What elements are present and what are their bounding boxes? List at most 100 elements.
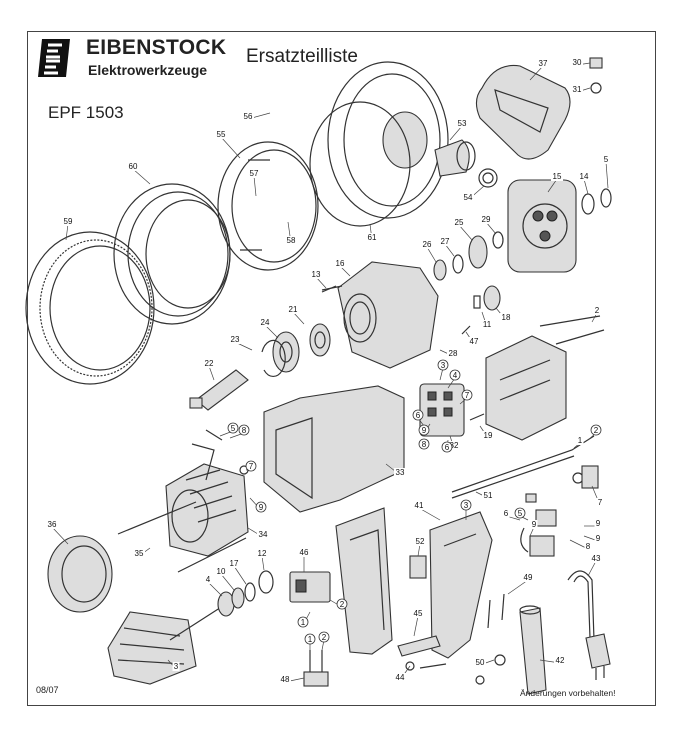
callout-18: 18 [502,313,511,322]
callout-36: 36 [48,520,57,529]
clamp-band-55 [217,141,319,271]
callout-bg [279,675,291,684]
callout-49: 49 [524,573,533,582]
callout-42: 42 [556,656,565,665]
callout-34: 34 [259,530,268,539]
callout-circle [297,616,309,628]
screws-49 [487,593,505,629]
switch-housing-1 [485,335,567,441]
callout-bg [474,658,486,667]
leader-line-57 [253,175,257,197]
callout-58: 58 [287,236,296,245]
callout-59: 59 [64,217,73,226]
callout-3: 3 [174,662,179,671]
screw-30 [589,57,603,94]
callout-bg [421,240,433,249]
callout-bg [468,337,480,346]
leader-line-17 [233,565,247,585]
stator-34 [165,463,249,557]
ring-60 [113,183,231,325]
leader-line-37 [529,65,544,81]
callout-bg [571,85,583,94]
leader-line-43 [587,560,597,577]
screws-50 [475,654,506,685]
callout-9: 9 [422,426,427,435]
leader-line-45 [413,615,419,637]
callout-bg [530,520,538,529]
fan-guide-36 [47,535,113,613]
leader-line-60 [132,168,151,185]
bearing-24 [272,331,300,373]
list-title: Ersatzteilliste [246,46,358,67]
callout-29: 29 [482,215,491,224]
plate-44 [397,635,447,671]
callout-2: 2 [595,306,600,315]
callout-circle [255,501,267,513]
callout-9: 9 [259,503,264,512]
callout-circle [227,422,239,434]
callout-circle [449,369,461,381]
date-stamp: 08/07 [36,685,59,695]
switch-parts-right [520,493,557,557]
callout-9: 9 [532,520,537,529]
callout-bg [500,313,512,322]
callout-circle [412,409,424,421]
callout-13: 13 [312,270,321,279]
callout-bg [522,573,534,582]
callout-circle [461,389,473,401]
callout-bg [481,320,493,329]
callout-35: 35 [135,549,144,558]
leader-line-26 [426,246,437,263]
callout-41: 41 [415,501,424,510]
callout-circle [238,424,250,436]
callout-44: 44 [396,673,405,682]
brand-name: EIBENSTOCK [86,36,227,59]
callout-2: 2 [594,426,599,435]
callout-bg [127,162,139,171]
leader-line-15 [547,178,558,193]
callout-28: 28 [449,349,458,358]
callout-bg [46,520,58,529]
callout-3: 3 [441,361,446,370]
callout-55: 55 [217,130,226,139]
callout-bg [310,270,322,279]
callout-bg [413,501,425,510]
leader-line-25 [458,224,473,241]
callout-bg [593,306,601,315]
power-cable-43 [567,570,611,680]
callout-52: 52 [416,537,425,546]
callout-bg [172,662,180,671]
callout-14: 14 [580,172,589,181]
brand-subtitle: Elektrowerkzeuge [88,62,208,78]
callout-4: 4 [453,371,458,380]
callout-bg [215,130,227,139]
callout-57: 57 [250,169,259,178]
callout-bg [366,233,378,242]
callout-27: 27 [441,237,450,246]
callout-6: 6 [504,509,509,518]
callout-circle [245,460,257,472]
leader-line-12 [261,555,265,571]
callout-11: 11 [483,320,492,329]
callout-bg [287,305,299,314]
callout-1: 1 [308,635,313,644]
callout-33: 33 [396,468,405,477]
callout-46: 46 [300,548,309,557]
callout-circle [318,631,330,643]
long-screws-2 [539,315,605,345]
callout-32: 32 [450,441,459,450]
callout-circle [590,424,602,436]
callout-bg [259,318,271,327]
callout-circle [514,507,526,519]
callout-bg [298,548,310,557]
leader-line-5 [605,161,609,189]
callout-bg [594,519,602,528]
leader-line-24 [264,324,279,339]
drawing-frame [27,31,656,706]
callout-26: 26 [423,240,432,249]
callout-4: 4 [206,575,211,584]
callout-10: 10 [217,567,226,576]
callout-7: 7 [249,462,254,471]
